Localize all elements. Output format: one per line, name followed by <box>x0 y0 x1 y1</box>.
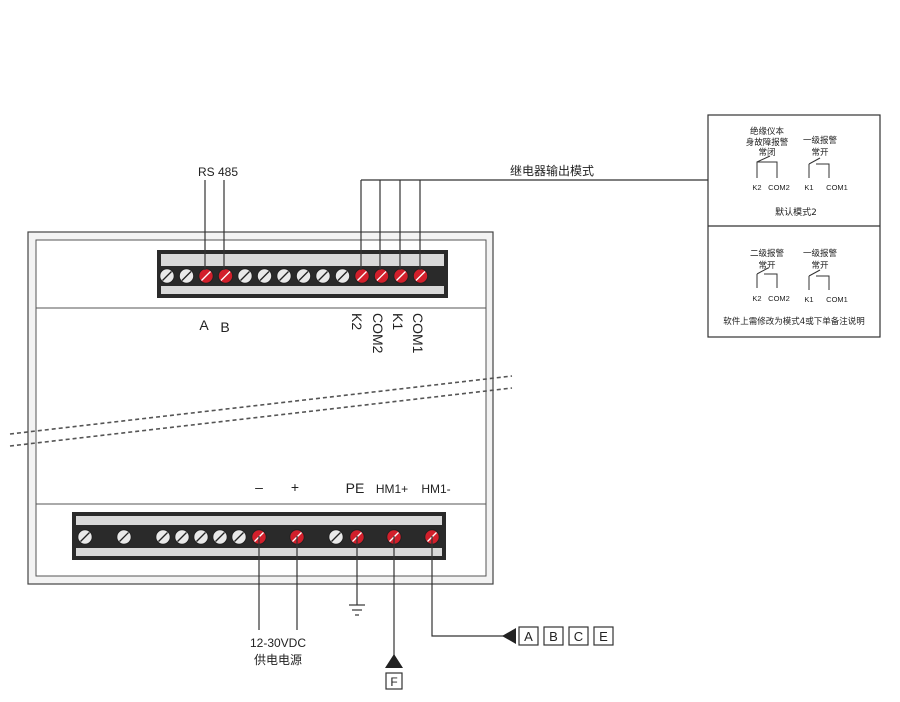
terminal-screw-slot <box>119 532 129 542</box>
hm1-plus-label: HM1+ <box>376 482 408 496</box>
terminal-b-label: B <box>220 319 229 335</box>
terminal-screw-slot <box>162 271 172 281</box>
no-contact-icon <box>808 269 830 290</box>
pe-label: PE <box>346 480 365 496</box>
f-box: F <box>385 672 403 690</box>
power-voltage-label: 12-30VDC <box>250 636 306 650</box>
terminal-screw-slot <box>196 532 206 542</box>
terminal-screw-slot <box>357 271 367 281</box>
terminal-screw-slot <box>259 271 270 281</box>
terminal-screw-slot <box>177 532 187 542</box>
bottom-wiring <box>258 536 505 658</box>
terminal-screw-slot <box>331 532 341 542</box>
mode-default-left-title-3: 常闭 <box>758 147 775 158</box>
relay-mode-panel: 绝缘仪本 身故障报警 常闭 一级报警 常开 K2 COM2 K1 COM1 默认… <box>707 114 881 338</box>
nc-contact-icon <box>756 155 778 178</box>
mode-alt-com2: COM2 <box>768 294 790 303</box>
terminal-screw-slot <box>80 532 90 542</box>
terminal-screw-slot <box>215 532 225 542</box>
mode-alt-right-title-2: 常开 <box>811 260 829 271</box>
top-wiring <box>204 179 708 270</box>
no-contact-icon <box>756 267 778 288</box>
terminal-screw-slot <box>337 271 348 281</box>
abce-box-label: E <box>599 629 608 644</box>
mode-alt: 二级报警 常开 一级报警 常开 K2 COM2 K1 COM1 软件上需修改为模… <box>723 248 864 327</box>
mode-default-k2: K2 <box>752 183 761 192</box>
hm1-minus-label: HM1- <box>421 482 450 496</box>
mode-default: 绝缘仪本 身故障报警 常闭 一级报警 常开 K2 COM2 K1 COM1 默认… <box>746 126 848 218</box>
mode-default-com2: COM2 <box>768 183 790 192</box>
terminal-screw-slot <box>220 271 231 281</box>
terminal-screw-slot <box>234 532 244 542</box>
terminal-k2-label: K2 <box>349 313 365 330</box>
mode-default-right-title-1: 一级报警 <box>803 135 838 146</box>
power-name-label: 供电电源 <box>254 653 302 667</box>
minus-label: – <box>255 479 263 495</box>
mode-alt-left-title-2: 常开 <box>758 260 776 271</box>
mode-alt-k1: K1 <box>804 295 813 304</box>
terminal-screw-slot <box>181 271 192 281</box>
mode-alt-k2: K2 <box>752 294 761 303</box>
mode-alt-right-title-1: 一级报警 <box>803 248 838 259</box>
rs485-label: RS 485 <box>198 165 238 179</box>
abce-box <box>518 626 539 646</box>
mode-default-right-title-2: 常开 <box>811 147 829 158</box>
terminal-k1-label: K1 <box>390 313 406 330</box>
terminal-screw-slot <box>201 271 211 281</box>
mode-default-k1: K1 <box>804 183 813 192</box>
no-contact-icon <box>808 157 830 178</box>
plus-label: + <box>291 479 299 495</box>
mode-default-left-title-2: 身故障报警 <box>746 137 789 148</box>
mode-alt-left-title-1: 二级报警 <box>750 248 785 259</box>
mode-alt-com1: COM1 <box>826 295 848 304</box>
abce-box-label: B <box>549 629 558 644</box>
terminal-screw-slot <box>415 271 426 281</box>
terminal-com2-label: COM2 <box>370 313 386 354</box>
abce-box-label: A <box>524 629 533 644</box>
ground-icon <box>349 604 365 616</box>
mode-default-left-title-1: 绝缘仪本 <box>750 126 785 137</box>
terminal-com1-label: COM1 <box>410 313 426 354</box>
mode-alt-caption: 软件上需修改为模式4或下单备注说明 <box>723 316 864 327</box>
arrow-up-icon <box>385 654 403 668</box>
mode-default-com1: COM1 <box>826 183 848 192</box>
terminal-screw-slot <box>396 271 406 281</box>
top-terminal-strip <box>157 250 448 298</box>
f-box-label: F <box>390 675 397 689</box>
terminal-screw-slot <box>298 271 309 281</box>
terminal-screw-slot <box>158 532 168 542</box>
break-marks <box>9 375 513 447</box>
terminal-screw-slot <box>240 271 250 281</box>
abce-box <box>568 626 589 646</box>
abce-box <box>543 626 564 646</box>
terminal-a-label: A <box>199 317 209 333</box>
terminal-screw-slot <box>318 271 328 281</box>
terminal-screw-slot <box>376 271 387 281</box>
arrow-left-icon <box>502 628 516 644</box>
relay-mode-label: 继电器输出模式 <box>510 163 594 178</box>
terminal-screw-slot <box>279 271 289 281</box>
abce-box <box>593 626 614 646</box>
abce-box-label: C <box>574 629 583 644</box>
mode-default-caption: 默认模式2 <box>775 206 817 218</box>
